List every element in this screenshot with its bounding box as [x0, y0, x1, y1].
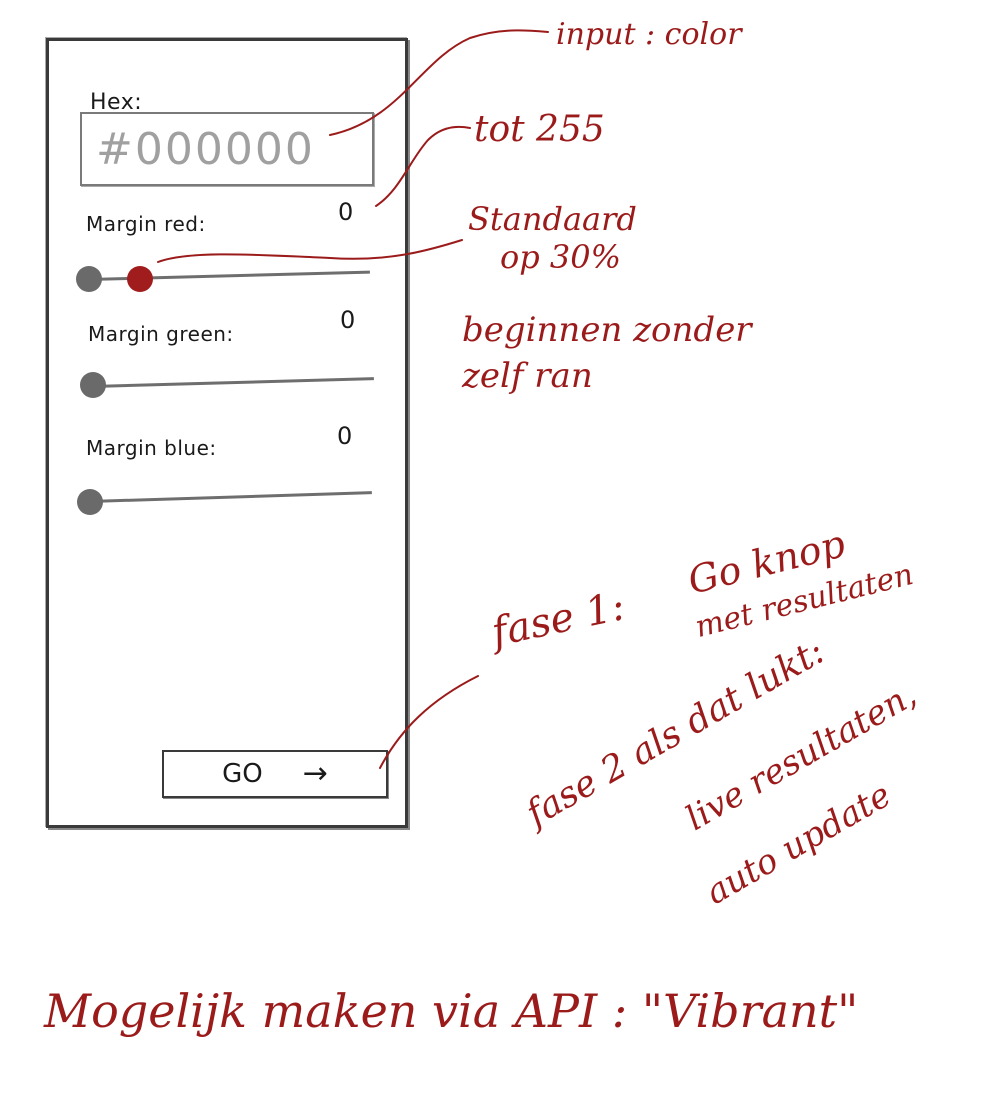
note-tot-255: tot 255: [474, 109, 605, 150]
margin-red-slider-thumb[interactable]: [126, 266, 153, 292]
margin-red-label: Margin red:: [86, 212, 206, 236]
margin-blue-label: Margin blue:: [86, 436, 217, 460]
arrow-right-icon: →: [302, 756, 328, 791]
margin-green-label: Margin green:: [88, 322, 234, 346]
note-standaard-line1: Standaard: [468, 200, 637, 238]
hex-input[interactable]: [80, 112, 374, 186]
margin-blue-value: 0: [337, 422, 353, 450]
note-beginnen-line2: zelf ran: [462, 356, 593, 396]
go-button-label: GO: [222, 759, 263, 789]
margin-green-value: 0: [340, 306, 356, 334]
note-footer: Mogelijk maken via API : "Vibrant": [44, 984, 859, 1038]
note-input-color: input : color: [556, 17, 742, 52]
margin-green-slider-thumb[interactable]: [80, 372, 106, 398]
note-standaard-line2: op 30%: [500, 238, 622, 276]
note-fase2-line1: fase 2 als dat lukt:: [519, 630, 832, 835]
go-button[interactable]: GO →: [162, 750, 388, 798]
note-fase1-label: fase 1:: [487, 583, 629, 657]
note-beginnen-line1: beginnen zonder: [462, 310, 752, 350]
hex-label: Hex:: [90, 90, 143, 115]
margin-red-slider-min-thumb[interactable]: [76, 266, 102, 292]
phone-frame: [46, 38, 408, 828]
margin-blue-slider-thumb[interactable]: [77, 489, 103, 515]
margin-red-value: 0: [338, 198, 354, 226]
